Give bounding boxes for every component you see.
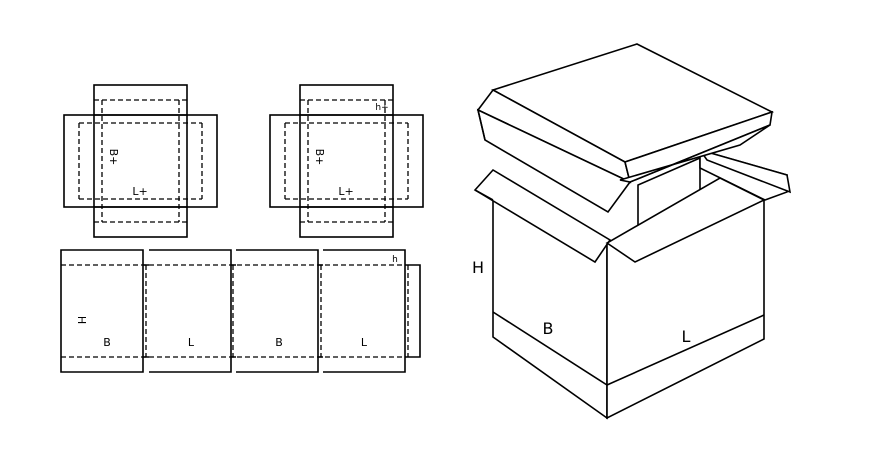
body-panel-2 (143, 249, 232, 373)
lid-blank-1-top-flap (93, 84, 188, 116)
lid-blank-1-bottom-flap (93, 206, 188, 238)
lid-blank-1: B+ L+ (63, 84, 218, 238)
box-width-label: B (543, 319, 554, 338)
body-glue-flap (405, 264, 421, 358)
box-3d: H B L (472, 43, 792, 420)
lid-blank-1-right-flap (186, 114, 218, 208)
box-lid (476, 43, 775, 214)
lid-blank-2-bottom-flap (299, 206, 394, 238)
box-front-band (492, 311, 608, 386)
body-panel-1 (60, 249, 144, 373)
body-height-label: H (75, 316, 88, 324)
body-panel-2-label: L (188, 336, 195, 349)
lid-blank-2-height-label: h+ (375, 103, 388, 113)
body-panel-4-label: L (361, 336, 368, 349)
body-panel-3-label: B (275, 336, 283, 349)
body-panel-1-label: B (103, 336, 111, 349)
box-height-label: H (472, 258, 484, 277)
box-front-flap-right (605, 177, 766, 263)
body-panel-3 (231, 249, 319, 373)
body-flap-label: h (392, 255, 398, 265)
box-front-flap (473, 168, 612, 264)
lid-blank-2-right-flap (392, 114, 424, 208)
box-length-label: L (682, 327, 691, 346)
lid-blank-1-length-label: L+ (132, 185, 147, 198)
lid-blank-1-left-flap (63, 114, 95, 208)
box-right-band (606, 314, 765, 386)
lid-blank-2: B+ L+ h+ (269, 84, 424, 238)
lid-blank-2-left-flap (269, 114, 301, 208)
body-panel-4 (318, 249, 406, 373)
body-blank: H h B L B L (60, 249, 421, 373)
lid-blank-1-width-label: B+ (107, 149, 120, 166)
lid-blank-2-length-label: L+ (338, 185, 353, 198)
lid-blank-2-width-label: B+ (313, 149, 326, 166)
